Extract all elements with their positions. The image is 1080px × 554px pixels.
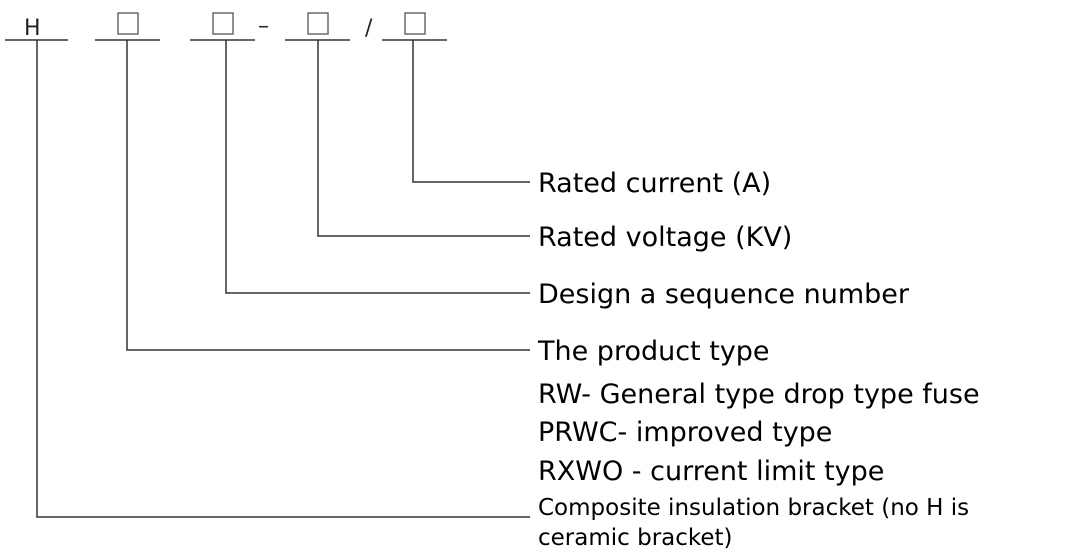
code-prefix-h: H bbox=[24, 16, 41, 41]
code-dash: – bbox=[258, 14, 269, 39]
placeholder-box-rated-current bbox=[404, 12, 426, 35]
label-rxwo-type: RXWO - current limit type bbox=[538, 456, 884, 487]
connector-product-type bbox=[126, 40, 530, 351]
label-rw-type: RW- General type drop type fuse bbox=[538, 379, 980, 410]
connector-rated-current bbox=[412, 40, 530, 183]
placeholder-box-design-sequence bbox=[212, 12, 234, 35]
connector-design-sequence bbox=[225, 40, 530, 294]
label-rated-current: Rated current (A) bbox=[538, 168, 771, 199]
label-composite-line1: Composite insulation bracket (no H is bbox=[538, 495, 969, 521]
label-design-sequence: Design a sequence number bbox=[538, 279, 910, 310]
connector-composite-bracket bbox=[36, 40, 530, 518]
placeholder-box-product-type bbox=[117, 12, 139, 35]
label-rated-voltage: Rated voltage (KV) bbox=[538, 222, 792, 253]
placeholder-box-rated-voltage bbox=[307, 12, 329, 35]
code-slash: / bbox=[365, 16, 373, 41]
label-composite-line2: ceramic bracket) bbox=[538, 525, 733, 551]
connector-rated-voltage bbox=[317, 40, 530, 237]
label-prwc-type: PRWC- improved type bbox=[538, 417, 832, 448]
label-product-type: The product type bbox=[537, 336, 770, 367]
